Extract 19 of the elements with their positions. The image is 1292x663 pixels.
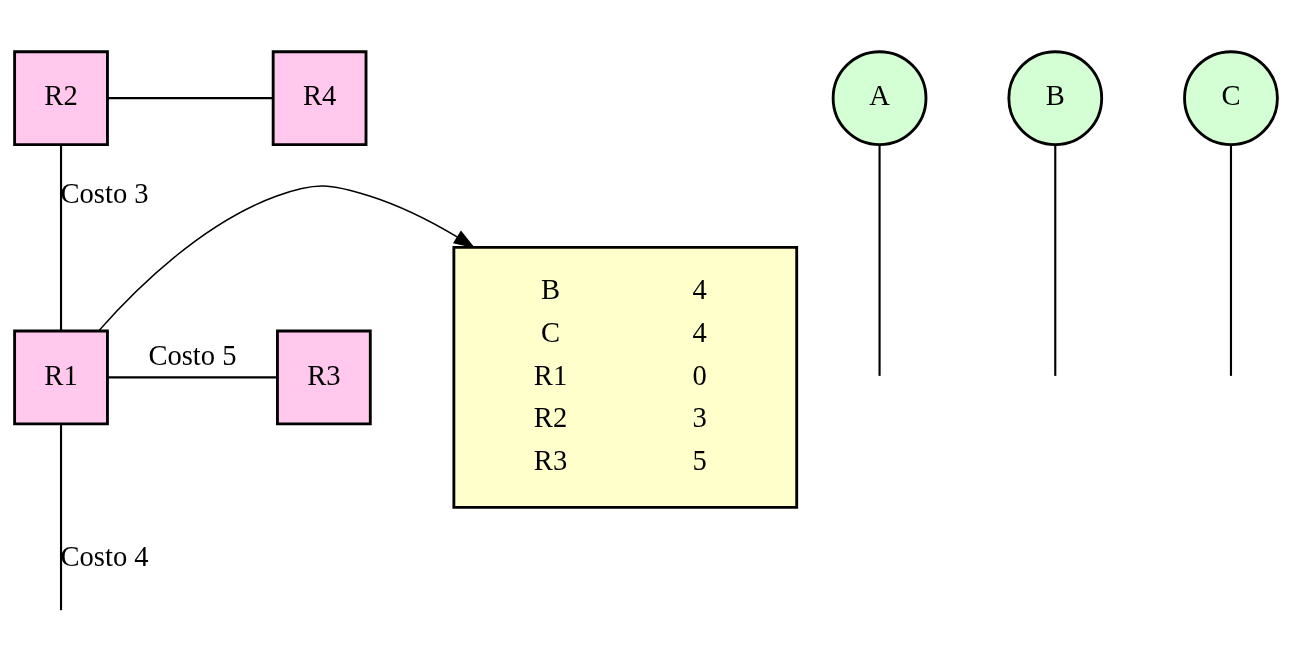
node-box: R3	[276, 329, 372, 426]
connector	[108, 376, 278, 379]
edge-label: Costo 3	[60, 178, 149, 210]
node-box: R4	[271, 50, 368, 146]
connector	[107, 97, 273, 100]
connector	[59, 144, 63, 331]
edge-label: Costo 5	[148, 339, 237, 371]
node-circle: C	[1183, 50, 1279, 146]
edge-label: Costo 4	[60, 540, 149, 572]
node-circle: B	[1007, 50, 1104, 146]
connector	[1054, 144, 1057, 376]
node-box: R1	[13, 329, 109, 426]
arrow	[97, 185, 476, 332]
connector	[59, 424, 63, 611]
node-circle: A	[831, 50, 928, 146]
connector	[1229, 144, 1233, 376]
node-box: B 4 C 4 R1 0 R2 3 R3 5	[452, 246, 799, 509]
connector	[878, 144, 881, 376]
node-box: R2	[13, 50, 109, 146]
